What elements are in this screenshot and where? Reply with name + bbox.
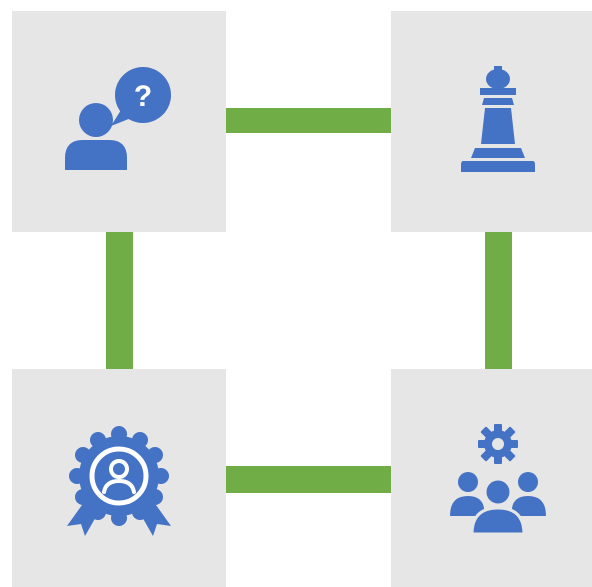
svg-text:?: ? bbox=[134, 80, 152, 113]
connector-right bbox=[485, 232, 512, 369]
tile-top-left: ? bbox=[12, 11, 226, 232]
award-badge-icon bbox=[67, 425, 171, 536]
tile-bottom-left bbox=[12, 369, 226, 587]
connector-bottom bbox=[226, 466, 391, 493]
connector-top bbox=[226, 108, 391, 133]
chess-piece-icon bbox=[461, 65, 535, 172]
tile-bottom-right bbox=[391, 369, 592, 587]
team-gear-icon bbox=[450, 423, 546, 535]
connector-left bbox=[106, 232, 133, 369]
tile-top-right bbox=[391, 11, 592, 232]
person-question-icon: ? bbox=[65, 66, 171, 170]
